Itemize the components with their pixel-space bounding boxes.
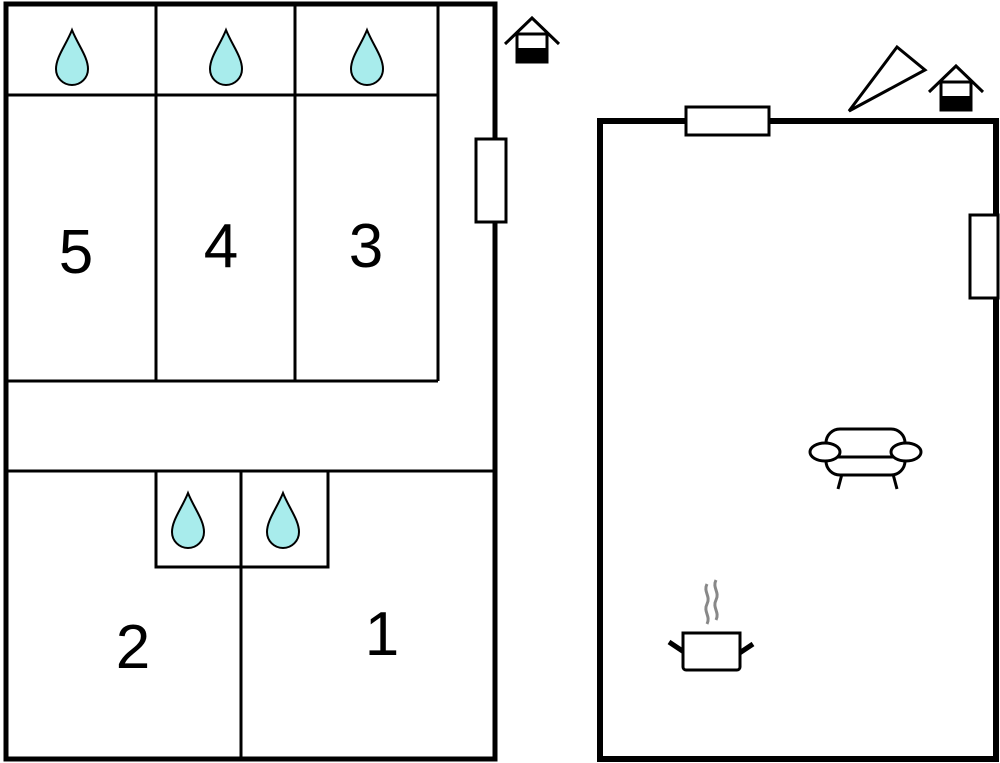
room-label-3: 3	[349, 212, 383, 281]
room-label-2: 2	[116, 613, 150, 682]
sofa-icon	[808, 427, 923, 490]
water-drop-icon	[350, 29, 384, 86]
house-icon	[927, 64, 985, 112]
window-icon	[968, 213, 1000, 300]
door-icon	[847, 44, 928, 113]
window-icon	[474, 137, 508, 224]
window-icon	[684, 105, 771, 137]
water-drop-icon	[266, 492, 300, 549]
cooking-pot-icon	[667, 579, 755, 672]
water-drop-icon	[209, 29, 243, 86]
house-icon	[503, 16, 561, 64]
water-drop-icon	[55, 29, 89, 86]
right-building	[597, 44, 1000, 762]
room-label-5: 5	[59, 218, 93, 287]
left-building	[3, 1, 508, 762]
room-label-4: 4	[204, 212, 238, 281]
room-label-1: 1	[365, 600, 399, 669]
water-drop-icon	[171, 492, 205, 549]
